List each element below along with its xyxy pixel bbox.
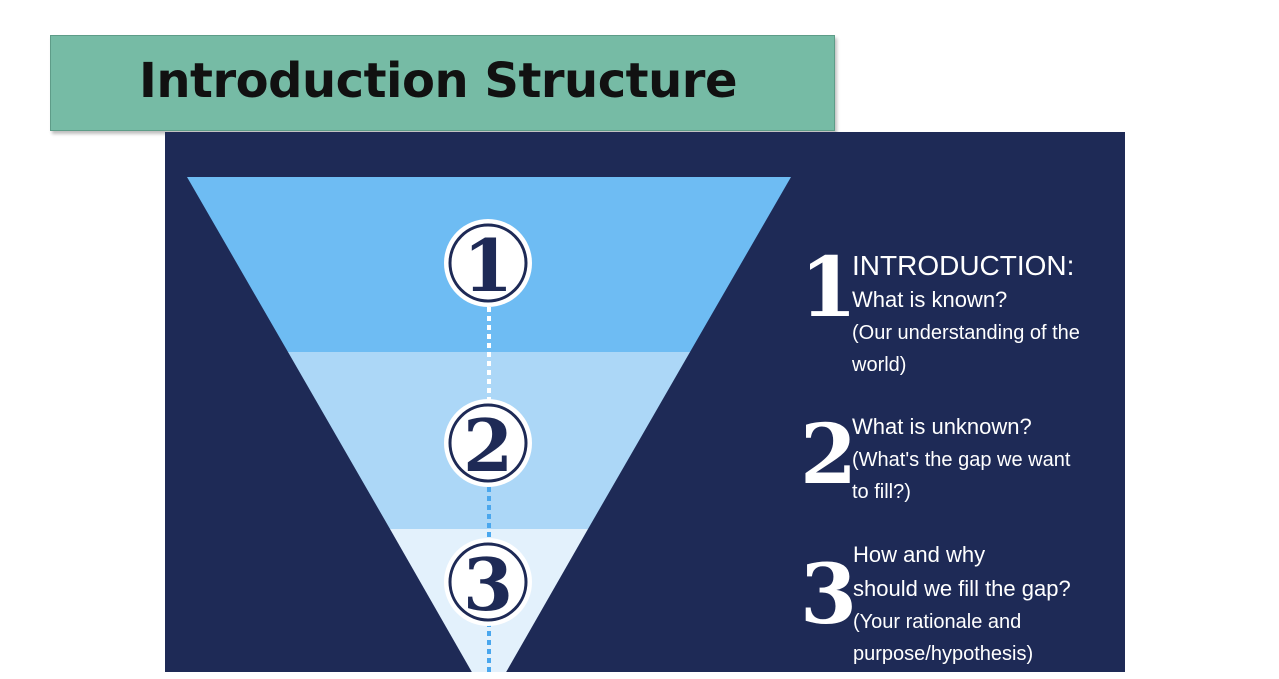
diagram-panel: 1 2 3 1 INTRODUCTION: What is known? (Ou… <box>165 132 1125 672</box>
step-3-text: How and why should we fill the gap? (You… <box>853 538 1071 670</box>
funnel-step-2-number: 2 <box>463 403 513 488</box>
funnel-step-1: 1 <box>444 219 532 308</box>
step-2-sub-1: (What's the gap we want <box>852 449 1071 471</box>
funnel-step-3: 3 <box>444 538 532 627</box>
funnel-step-1-number: 1 <box>463 223 513 308</box>
step-1-heading: INTRODUCTION: <box>852 250 1075 281</box>
step-1-line: What is known? <box>852 287 1008 312</box>
step-1-sub-1: (Our understanding of the <box>852 322 1080 344</box>
step-1-sub-2: world) <box>852 354 907 376</box>
step-3-line-1: How and why <box>853 542 986 567</box>
step-1-text: INTRODUCTION: What is known? (Our unders… <box>852 249 1080 381</box>
step-2-number: 2 <box>800 407 858 503</box>
funnel-diagram: 1 2 3 <box>187 177 791 672</box>
step-3-sub-1: (Your rationale and <box>853 611 1022 633</box>
step-1-number: 1 <box>800 240 858 336</box>
slide-title: Introduction Structure <box>139 53 738 109</box>
step-2-text: What is unknown? (What's the gap we want… <box>852 410 1070 508</box>
step-2-line: What is unknown? <box>852 414 1032 439</box>
step-3-line-2: should we fill the gap? <box>853 576 1071 601</box>
step-3-number: 3 <box>800 547 858 643</box>
title-banner: Introduction Structure <box>50 35 835 131</box>
funnel-step-3-number: 3 <box>463 542 513 627</box>
step-3-sub-2: purpose/hypothesis) <box>853 643 1034 665</box>
step-2-sub-2: to fill?) <box>852 481 911 503</box>
funnel-step-2: 2 <box>444 399 532 488</box>
